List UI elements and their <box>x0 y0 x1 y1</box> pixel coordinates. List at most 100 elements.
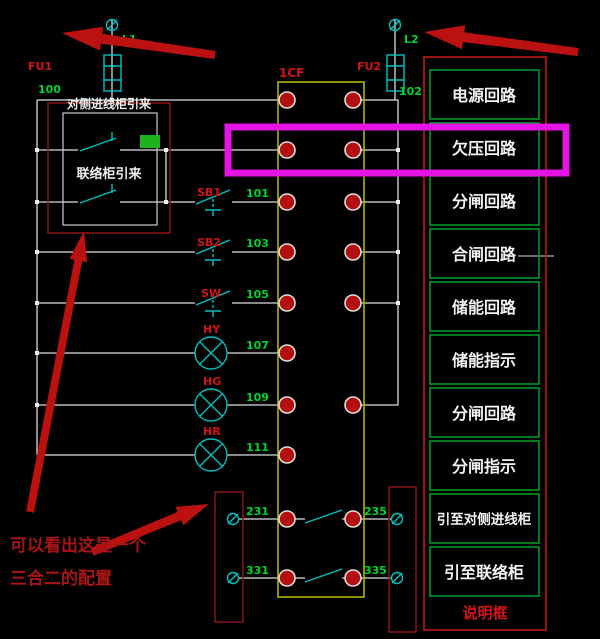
l2-label: L2 <box>404 33 419 46</box>
wire-101-label: 101 <box>246 187 269 200</box>
indicator-lamp-hr: HR 111 <box>194 425 269 472</box>
sw-label: SW <box>201 287 221 300</box>
terminal-dot <box>344 243 362 261</box>
feeder-box-inner <box>62 112 158 226</box>
wire-105-label: 105 <box>246 288 269 301</box>
incoming-l2: L2 FU2 102 <box>357 18 422 98</box>
legend-row-box <box>429 69 540 120</box>
pushbutton-sb1: SB1 101 <box>195 186 269 216</box>
terminal-dot <box>344 193 362 211</box>
legend-row-label: 合闸回路 <box>452 245 517 264</box>
tie-left-frame <box>214 491 244 623</box>
highlight-rectangle <box>224 123 570 177</box>
terminal-strip: 1CF <box>277 66 365 598</box>
fuse-icon-fu1 <box>103 54 122 92</box>
feeder-box-title: 对侧进线柜引来 <box>67 96 152 111</box>
terminal-dot <box>344 141 362 159</box>
ground-terminal-icon <box>226 512 240 526</box>
feeder-box: 对侧进线柜引来 联络柜引来 <box>47 96 171 234</box>
legend-row-label: 分闸指示 <box>452 457 516 476</box>
knife-switch-icon <box>304 568 343 583</box>
terminal-dot <box>278 446 296 464</box>
legend-row-box <box>429 281 540 332</box>
wire-107-label: 107 <box>246 339 269 352</box>
legend-footer-label: 说明框 <box>462 604 507 622</box>
incoming-l1: L1 FU1 100 <box>28 18 137 96</box>
indicator-lamp-hg: HG 109 <box>194 375 269 422</box>
terminal-dots-left <box>278 91 296 587</box>
wire-231-label: 231 <box>246 505 269 518</box>
legend-row-label: 分闸回路 <box>452 192 517 211</box>
annotations: 可以看出这是一个 三合二的配置 <box>10 25 579 589</box>
legend-row-box <box>429 387 540 438</box>
knife-switch-icon <box>304 509 343 524</box>
legend-row-label: 储能指示 <box>451 351 516 370</box>
hr-label: HR <box>203 425 221 438</box>
terminal-dot <box>344 294 362 312</box>
terminal-dot <box>278 294 296 312</box>
note-text-line1: 可以看出这是一个 <box>10 535 147 556</box>
fu1-label: FU1 <box>28 60 52 73</box>
legend-row-label: 引至对侧进线柜 <box>437 511 532 528</box>
terminal-dot <box>344 510 362 528</box>
wire-100-label: 100 <box>38 83 61 96</box>
terminal-dot <box>344 396 362 414</box>
terminal-dot <box>278 510 296 528</box>
legend-row-box <box>429 334 540 385</box>
wire-331-label: 331 <box>246 564 269 577</box>
legend-table: 电源回路 欠压回路 分闸回路 合闸回路 储能回路 储能指示 分闸回路 分闸指示 … <box>423 56 547 631</box>
legend-row-label: 电源回路 <box>452 86 517 105</box>
terminal-dot <box>278 243 296 261</box>
feeder-box-outer <box>47 102 171 234</box>
source-terminal-icon <box>105 18 119 32</box>
legend-row-label: 分闸回路 <box>452 404 517 423</box>
legend-outer-frame <box>423 56 547 631</box>
legend-row-label: 储能回路 <box>451 298 517 317</box>
wire-103-label: 103 <box>246 237 269 250</box>
fuse-icon-fu2 <box>386 54 405 92</box>
aux-contact-icon <box>79 132 117 152</box>
switch-sw: SW 105 <box>195 287 269 317</box>
annotation-arrow-top-left <box>62 26 216 59</box>
legend-row-box <box>429 228 540 279</box>
hy-label: HY <box>203 323 221 336</box>
legend-row-label: 引至联络柜 <box>444 563 524 582</box>
wire-102-label: 102 <box>399 85 422 98</box>
lamp-icon <box>194 336 228 370</box>
selected-wire-label-highlight <box>140 135 160 148</box>
terminal-strip-label: 1CF <box>279 66 304 80</box>
lamp-icon <box>194 388 228 422</box>
terminal-strip-outline <box>277 81 365 598</box>
source-terminal-icon <box>388 18 402 32</box>
terminal-dot <box>278 396 296 414</box>
terminal-dot <box>278 91 296 109</box>
aux-contact-icon <box>79 184 117 204</box>
terminal-dot <box>278 569 296 587</box>
hg-label: HG <box>203 375 221 388</box>
wiring-lines <box>35 20 554 579</box>
terminal-dot <box>344 569 362 587</box>
ground-terminal-icon <box>390 571 404 585</box>
terminal-dot <box>278 344 296 362</box>
lamp-icon <box>194 438 228 472</box>
terminal-dot <box>278 141 296 159</box>
wire-335-label: 335 <box>364 564 387 577</box>
sb2-label: SB2 <box>197 236 221 249</box>
sb1-label: SB1 <box>197 186 221 199</box>
annotation-arrow-to-feeder-box <box>26 231 88 513</box>
terminal-dot <box>344 91 362 109</box>
wire-111-label: 111 <box>246 441 269 454</box>
wire-235-label: 235 <box>364 505 387 518</box>
wire-109-label: 109 <box>246 391 269 404</box>
wire-right-stubs <box>353 149 398 304</box>
annotation-arrow-to-tie-section <box>90 504 209 556</box>
ground-terminal-icon <box>390 512 404 526</box>
note-text-line2: 三合二的配置 <box>10 568 112 589</box>
terminal-dots-right <box>344 91 362 587</box>
junction-nodes <box>35 98 400 407</box>
terminal-dot <box>278 193 296 211</box>
tie-right-frame <box>388 486 417 633</box>
feeder-box-inner-label: 联络柜引来 <box>76 166 142 182</box>
